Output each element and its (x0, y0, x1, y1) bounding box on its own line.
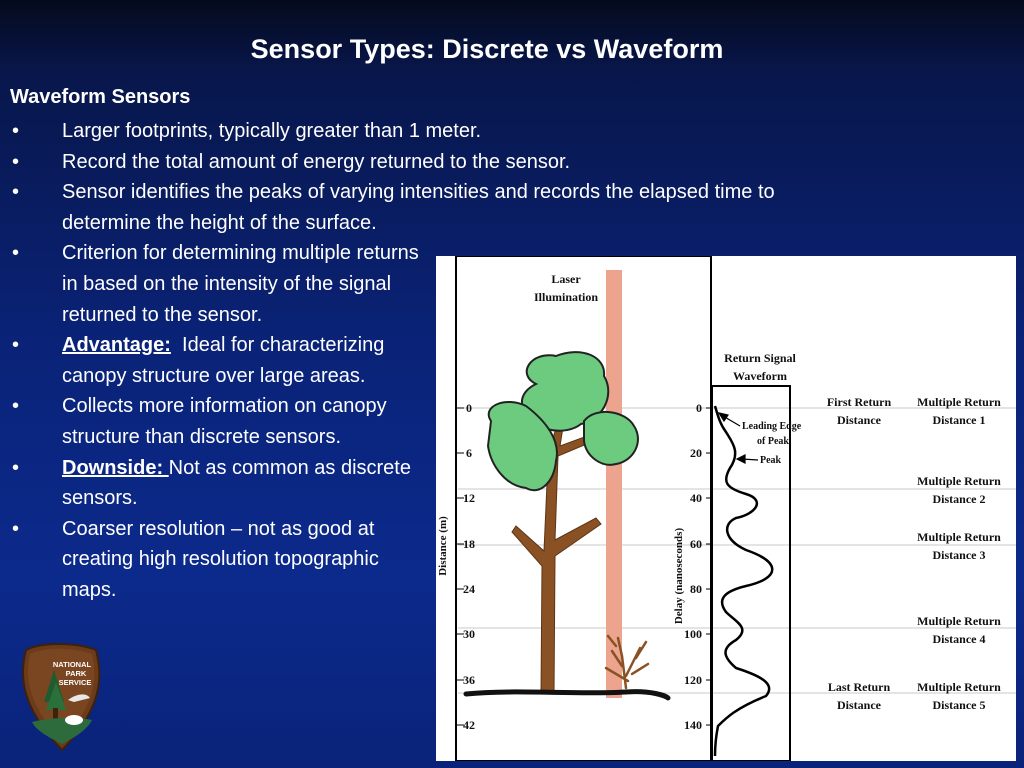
distance-tick: 12 (463, 491, 475, 505)
leading-edge-label-line2: of Peak (757, 436, 789, 447)
bullet-item: • Coarser resolution – not as good at cre… (0, 514, 434, 606)
waveform-label-line2: Waveform (733, 369, 787, 383)
multiple-return-2-line2: Distance 2 (933, 492, 986, 506)
waveform-curve (713, 405, 774, 757)
delay-tick: 80 (690, 582, 702, 596)
last-return-label-line1: Last Return (828, 680, 891, 694)
bullet-text: Collects more information on canopy stru… (62, 395, 387, 448)
logo-text-line2: PARK (66, 669, 87, 678)
laser-label-line2: Illumination (534, 290, 598, 304)
distance-tick: 30 (463, 627, 475, 641)
first-return-label-line1: First Return (827, 395, 892, 409)
delay-tick: 140 (684, 718, 702, 732)
waveform-diagram: Distance (m) 0 6 12 18 24 30 36 42 Laser… (436, 256, 1016, 761)
multiple-return-5-line1: Multiple Return (917, 680, 1001, 694)
downside-label: Downside: (62, 456, 169, 479)
bullet-text: Criterion for determining multiple retur… (62, 242, 419, 326)
bullet-dot: • (12, 181, 20, 204)
multiple-return-1-line1: Multiple Return (917, 395, 1001, 409)
bullet-text: Sensor identifies the peaks of varying i… (62, 181, 775, 234)
delay-tick: 20 (690, 446, 702, 460)
advantage-label: Advantage: (62, 334, 171, 357)
distance-tick: 0 (466, 401, 472, 415)
last-return-label-line2: Distance (837, 698, 882, 712)
bullet-text: Record the total amount of energy return… (62, 150, 571, 173)
multiple-return-3-line2: Distance 3 (933, 548, 986, 562)
distance-tick: 6 (466, 446, 472, 460)
first-return-label-line2: Distance (837, 413, 882, 427)
distance-tick: 42 (463, 718, 475, 732)
delay-axis-label: Delay (nanoseconds) (673, 528, 685, 625)
multiple-return-5-line2: Distance 5 (933, 698, 986, 712)
bullet-item: • Record the total amount of energy retur… (0, 147, 832, 178)
multiple-return-3-line1: Multiple Return (917, 530, 1001, 544)
multiple-return-4-line1: Multiple Return (917, 614, 1001, 628)
laser-label-line1: Laser (551, 272, 581, 286)
waveform-label-line1: Return Signal (724, 351, 796, 365)
multiple-return-2-line1: Multiple Return (917, 474, 1001, 488)
delay-tick: 40 (690, 491, 702, 505)
bullet-dot: • (12, 456, 20, 479)
multiple-return-4-line2: Distance 4 (933, 632, 986, 646)
distance-axis-label: Distance (m) (437, 516, 449, 576)
section-heading: Waveform Sensors (10, 86, 191, 108)
bullet-dot: • (12, 395, 20, 418)
multiple-return-1-line2: Distance 1 (933, 413, 986, 427)
delay-tick: 120 (684, 673, 702, 687)
logo-text-line1: NATIONAL (53, 660, 92, 669)
bullet-text: Coarser resolution – not as good at crea… (62, 517, 379, 601)
delay-tick: 100 (684, 627, 702, 641)
delay-tick: 60 (690, 537, 702, 551)
bullet-dot: • (12, 150, 20, 173)
laser-beam (606, 270, 622, 698)
bullet-item: • Larger footprints, typically greater th… (0, 116, 832, 147)
canopy-right (583, 410, 639, 466)
left-panel-border (455, 256, 712, 761)
distance-tick: 18 (463, 537, 475, 551)
slide-title: Sensor Types: Discrete vs Waveform (250, 34, 724, 64)
peak-label: Peak (760, 455, 782, 466)
bullet-dot: • (12, 334, 20, 357)
nps-arrowhead-logo: NATIONAL PARK SERVICE (21, 643, 101, 752)
canopy-left (486, 401, 558, 491)
leading-edge-label-line1: Leading Edge (742, 421, 802, 432)
tree-illustration (463, 351, 671, 701)
shrub (604, 634, 650, 690)
bullet-item: • Collects more information on canopy str… (0, 391, 434, 452)
bullet-text: Larger footprints, typically greater tha… (62, 120, 482, 142)
bullet-dot: • (12, 242, 20, 265)
bullet-item: • Advantage: Ideal for characterizing can… (0, 330, 434, 391)
bullet-dot: • (12, 517, 20, 540)
bullet-text: Ideal for characterizing canopy structur… (62, 334, 390, 387)
bullet-item: • Criterion for determining multiple retu… (0, 238, 434, 330)
ground-line (463, 689, 671, 701)
bullet-item: • Downside: Not as common as discrete sen… (0, 453, 434, 514)
distance-tick: 24 (463, 582, 475, 596)
bullet-list: • Larger footprints, typically greater th… (0, 116, 832, 606)
logo-text-line3: SERVICE (59, 678, 92, 687)
bullet-text: Not as common as discrete sensors. (62, 456, 411, 510)
delay-tick: 0 (696, 401, 702, 415)
bullet-dot: • (12, 120, 20, 142)
bullet-item: • Sensor identifies the peaks of varying … (0, 177, 832, 238)
distance-tick: 36 (463, 673, 475, 687)
